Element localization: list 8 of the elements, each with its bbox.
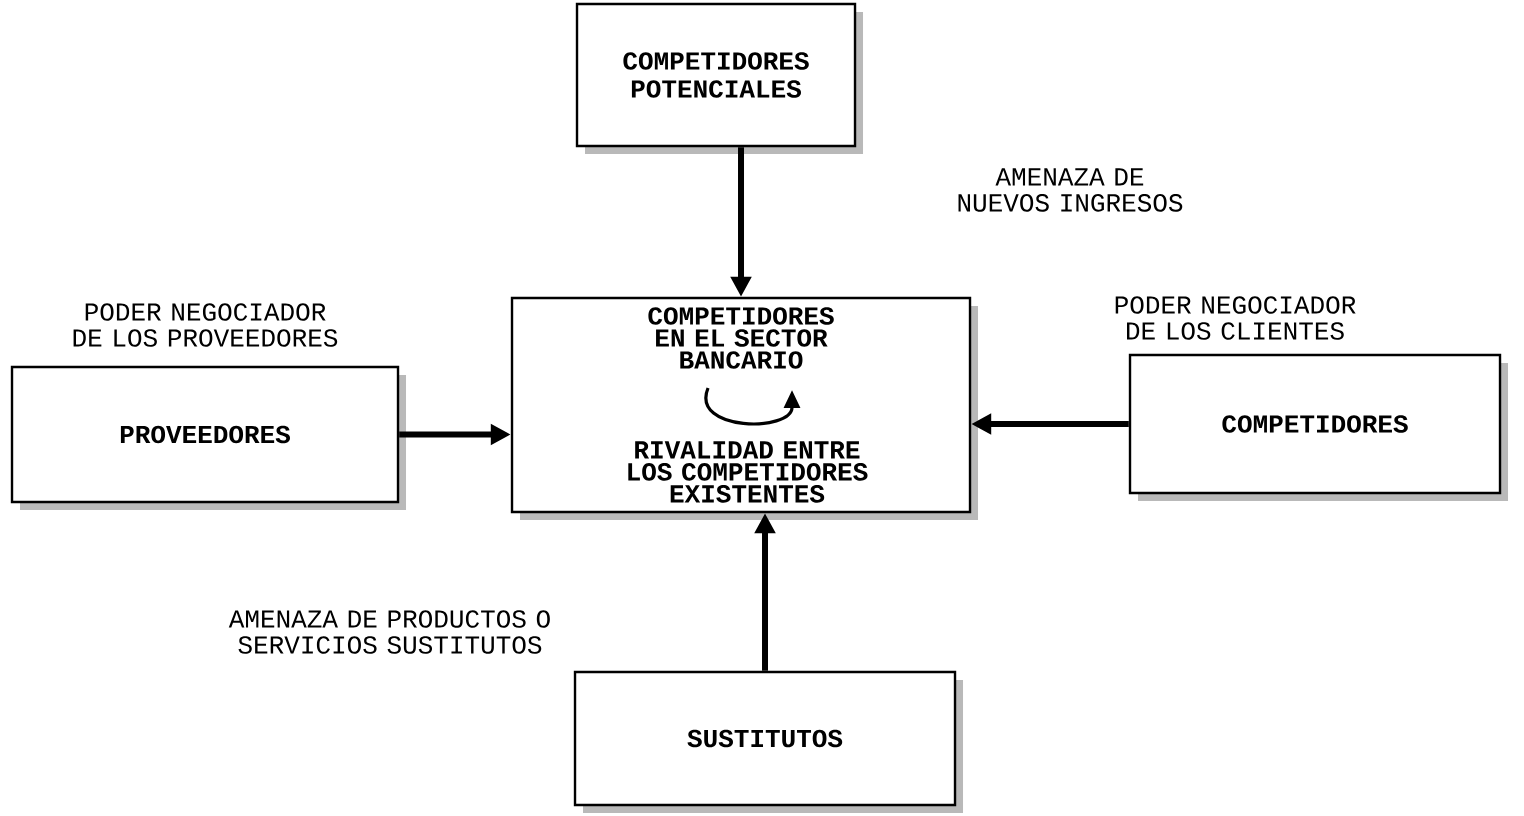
force-label: AMENAZA DE PRODUCTOS O SERVICIOS SUSTITUTOS — [228, 610, 550, 654]
process-box: COMPETIDORES — [1128, 353, 1508, 501]
force-label: PODER NEGOCIADOR DE LOS CLIENTES — [1115, 296, 1356, 340]
process-box: SUSTITUTOS — [573, 670, 963, 813]
force-label: AMENAZA DE NUEVOS INGRESOS — [958, 168, 1183, 212]
process-box: COMPETIDORES POTENCIALES — [575, 2, 863, 154]
process-box: PROVEEDORES — [10, 365, 406, 510]
force-label: PODER NEGOCIADOR DE LOS PROVEEDORES — [73, 303, 338, 347]
